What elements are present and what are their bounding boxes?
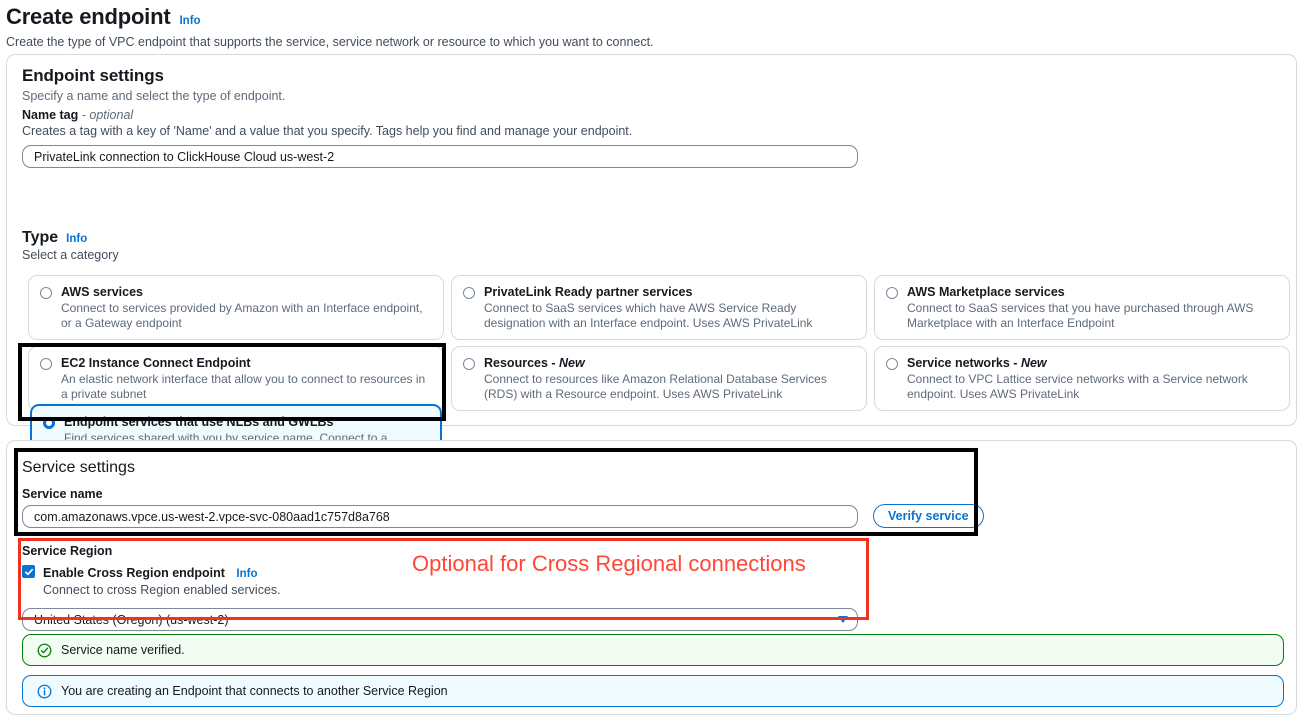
page-title: Create endpoint: [6, 4, 171, 29]
type-option-aws-marketplace-services[interactable]: AWS Marketplace services Connect to SaaS…: [874, 275, 1290, 340]
endpoint-type-radio-grid: AWS services Connect to services provide…: [28, 275, 1290, 411]
service-name-label: Service name: [22, 487, 103, 501]
radio-icon[interactable]: [463, 358, 475, 370]
service-name-input[interactable]: com.amazonaws.vpce.us-west-2.vpce-svc-08…: [22, 505, 858, 528]
verify-service-button[interactable]: Verify service: [873, 504, 984, 528]
endpoint-settings-description: Specify a name and select the type of en…: [22, 89, 286, 103]
name-tag-label: Name tag - optional: [22, 108, 858, 122]
service-region-select[interactable]: United States (Oregon) (us-west-2): [22, 608, 858, 631]
chevron-down-icon[interactable]: [838, 616, 848, 623]
annotation-note-cross-region: Optional for Cross Regional connections: [412, 551, 806, 576]
page-header: Create endpoint Info Create the type of …: [0, 0, 1304, 49]
name-tag-description: Creates a tag with a key of 'Name' and a…: [22, 124, 633, 138]
check-circle-icon: [37, 643, 52, 658]
service-settings-card: Service settings Service name com.amazon…: [6, 440, 1297, 715]
type-option-title: Resources - New: [484, 356, 585, 370]
name-tag-field-group: Name tag - optional Creates a tag with a…: [22, 108, 858, 168]
radio-icon[interactable]: [40, 287, 52, 299]
radio-icon[interactable]: [886, 287, 898, 299]
endpoint-settings-heading-block: Endpoint settings Specify a name and sel…: [22, 66, 285, 103]
radio-icon-selected[interactable]: [43, 417, 55, 429]
type-option-title: AWS Marketplace services: [907, 285, 1065, 299]
type-option-description: Connect to VPC Lattice service networks …: [907, 372, 1248, 401]
alert-info-text: You are creating an Endpoint that connec…: [61, 684, 448, 698]
type-option-title: EC2 Instance Connect Endpoint: [61, 356, 251, 370]
name-tag-optional-suffix: - optional: [81, 108, 134, 122]
info-circle-icon: [37, 684, 52, 699]
name-tag-input-value: PrivateLink connection to ClickHouse Clo…: [34, 149, 335, 164]
type-option-title: Endpoint services that use NLBs and GWLB…: [64, 415, 334, 429]
type-option-ec2-instance-connect-endpoint[interactable]: EC2 Instance Connect Endpoint An elastic…: [28, 346, 444, 411]
enable-cross-region-label: Enable Cross Region endpoint: [43, 566, 225, 580]
cross-region-info-link[interactable]: Info: [236, 568, 258, 580]
type-option-resources[interactable]: Resources - New Connect to resources lik…: [451, 346, 867, 411]
radio-icon[interactable]: [463, 287, 475, 299]
service-name-input-value: com.amazonaws.vpce.us-west-2.vpce-svc-08…: [34, 509, 390, 524]
type-option-title: Service networks - New: [907, 356, 1047, 370]
service-region-group: Service Region Enable Cross Region endpo…: [22, 544, 858, 631]
endpoint-settings-title: Endpoint settings: [22, 66, 164, 85]
service-region-selected-value: United States (Oregon) (us-west-2): [34, 612, 229, 627]
radio-icon[interactable]: [886, 358, 898, 370]
type-heading-block: Type Info Select a category: [22, 229, 119, 262]
page-subtitle: Create the type of VPC endpoint that sup…: [6, 35, 654, 49]
type-option-description: Connect to services provided by Amazon w…: [61, 301, 423, 330]
type-option-title: AWS services: [61, 285, 143, 299]
type-option-description: Connect to resources like Amazon Relatio…: [484, 372, 827, 401]
alert-service-name-verified: Service name verified.: [22, 634, 1284, 666]
type-option-service-networks[interactable]: Service networks - New Connect to VPC La…: [874, 346, 1290, 411]
type-option-description: Connect to SaaS services that you have p…: [907, 301, 1254, 330]
enable-cross-region-description: Connect to cross Region enabled services…: [43, 583, 281, 597]
type-option-description: An elastic network interface that allow …: [61, 372, 426, 401]
type-info-link[interactable]: Info: [66, 233, 88, 245]
enable-cross-region-row[interactable]: Enable Cross Region endpoint Info Connec…: [22, 564, 858, 597]
type-description: Select a category: [22, 248, 119, 262]
service-region-label: Service Region: [22, 544, 113, 558]
type-option-privatelink-ready-partner-services[interactable]: PrivateLink Ready partner services Conne…: [451, 275, 867, 340]
alert-cross-region-info: You are creating an Endpoint that connec…: [22, 675, 1284, 707]
type-label: Type: [22, 229, 59, 246]
alert-success-text: Service name verified.: [61, 643, 185, 657]
name-tag-label-text: Name tag: [22, 108, 79, 122]
radio-icon[interactable]: [40, 358, 52, 370]
service-settings-title: Service settings: [22, 459, 135, 476]
header-info-link[interactable]: Info: [179, 15, 201, 27]
enable-cross-region-checkbox[interactable]: [22, 565, 35, 578]
type-option-description: Connect to SaaS services which have AWS …: [484, 301, 813, 330]
type-option-title: PrivateLink Ready partner services: [484, 285, 693, 299]
endpoint-settings-card: Endpoint settings Specify a name and sel…: [6, 54, 1297, 500]
name-tag-input[interactable]: PrivateLink connection to ClickHouse Clo…: [22, 145, 858, 168]
type-option-aws-services[interactable]: AWS services Connect to services provide…: [28, 275, 444, 340]
